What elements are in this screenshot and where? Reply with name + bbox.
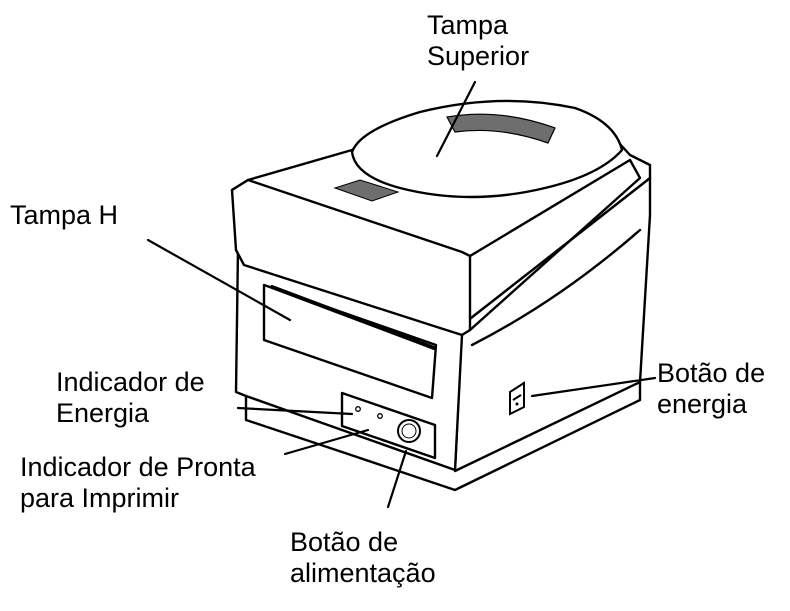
side-groove xyxy=(470,228,642,347)
media-slot xyxy=(262,283,438,400)
label-indicador-energia: Indicador de Energia xyxy=(56,367,205,428)
leader-tampa-superior xyxy=(435,80,477,158)
label-botao-alimentacao: Botão de alimentação xyxy=(290,527,436,588)
lid-label xyxy=(333,179,400,202)
lid-side-edge xyxy=(468,158,642,332)
leader-botao-alimentacao xyxy=(386,449,408,509)
leader-botao-energia xyxy=(530,376,657,398)
ready-led xyxy=(377,413,383,419)
leader-tampa-h xyxy=(146,238,292,322)
leader-indicador-energia xyxy=(236,406,354,416)
label-tampa-h: Tampa H xyxy=(10,200,119,230)
media-slot-top xyxy=(270,285,436,350)
top-hood xyxy=(350,99,624,199)
label-botao-energia: Botão de energia xyxy=(657,358,766,419)
lid-lip xyxy=(230,178,472,337)
leader-indicador-pronta xyxy=(283,428,370,456)
label-tampa-superior: Tampa Superior xyxy=(427,10,530,71)
feed-button xyxy=(397,419,421,443)
label-indicador-pronta: Indicador de Pronta para Imprimir xyxy=(20,452,256,513)
hood-grip xyxy=(446,113,556,144)
power-led xyxy=(355,406,361,412)
